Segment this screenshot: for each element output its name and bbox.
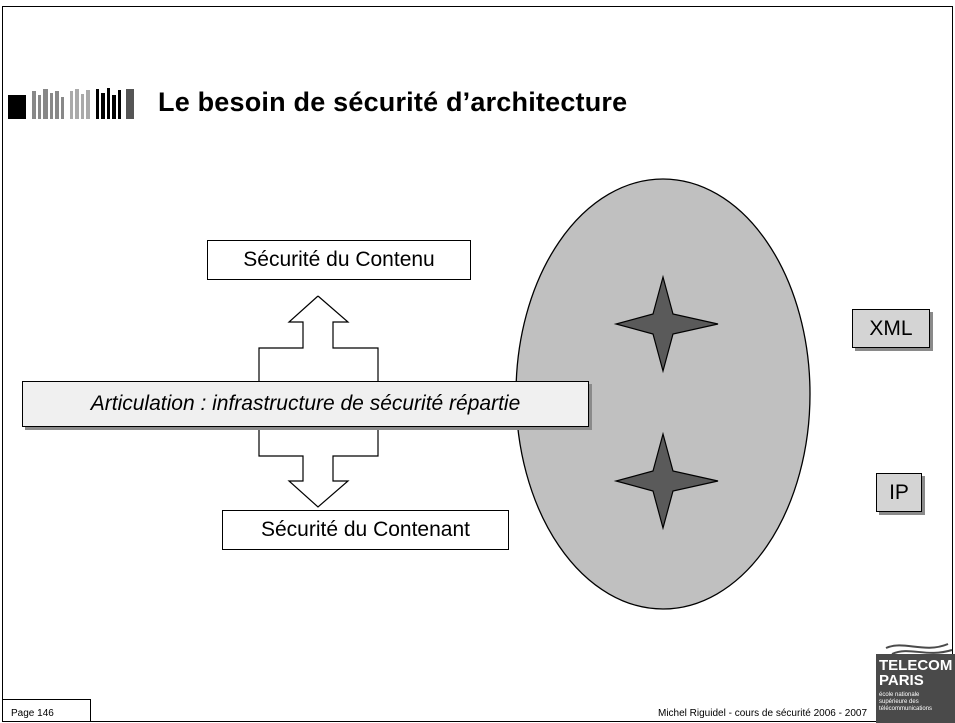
ip-label: IP — [889, 480, 909, 504]
container-security-box: Sécurité du Contenant — [222, 510, 509, 550]
xml-label-box: XML — [852, 309, 930, 348]
xml-label: XML — [869, 316, 913, 340]
four-point-star-icon — [613, 431, 719, 531]
double-arrow-icon — [258, 426, 379, 508]
logo-sub-line: télécommunications — [879, 706, 933, 712]
page-title: Le besoin de sécurité d’architecture — [158, 86, 628, 117]
container-security-label: Sécurité du Contenant — [261, 518, 470, 541]
logo-name: TELECOM PARIS — [879, 658, 952, 688]
content-security-label: Sécurité du Contenu — [243, 248, 435, 271]
articulation-label: Articulation : infrastructure de sécurit… — [90, 392, 521, 415]
content-security-box: Sécurité du Contenu — [207, 240, 471, 280]
logo-sub-line: école nationale — [879, 692, 920, 698]
page-number: Page 146 — [3, 699, 91, 722]
title-bar: Le besoin de sécurité d’architecture — [8, 82, 627, 122]
logo-sub-line: supérieure des — [879, 699, 919, 705]
double-arrow-icon — [258, 295, 379, 382]
footer-author: Michel Riguidel - cours de sécurité 2006… — [658, 708, 867, 719]
ip-label-box: IP — [876, 473, 922, 512]
four-point-star-icon — [613, 274, 719, 374]
logo-subtitle: école nationale supérieure des télécommu… — [879, 692, 932, 713]
articulation-box: Articulation : infrastructure de sécurit… — [22, 381, 589, 427]
logo-name-line: PARIS — [879, 672, 924, 689]
logo-name-line: TELECOM — [879, 657, 953, 674]
decorative-pattern-icon — [8, 85, 148, 119]
telecom-paris-logo: TELECOM PARIS école nationale supérieure… — [876, 636, 955, 723]
